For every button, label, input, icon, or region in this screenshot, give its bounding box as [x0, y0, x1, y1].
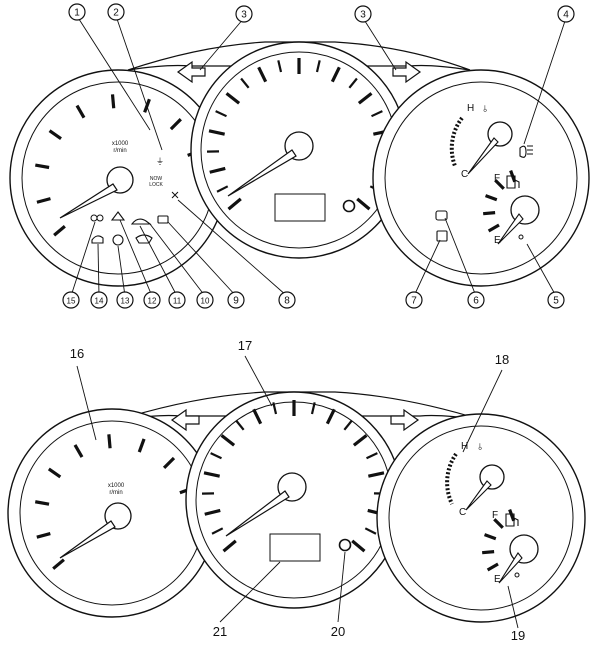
- bottom-trip-reset-knob: [340, 540, 351, 551]
- coolant-temp-icon: ⫰: [483, 104, 487, 114]
- bottom-temp-cold-label: C: [459, 507, 466, 518]
- top-odometer-display: [275, 194, 325, 221]
- callout-label: 14: [95, 297, 104, 306]
- callout-label: 10: [201, 297, 210, 306]
- callout-label: 8: [284, 296, 290, 307]
- callout-label: 13: [121, 297, 130, 306]
- top-trip-reset-knob: [344, 201, 355, 212]
- callout-label: 9: [233, 296, 239, 307]
- bottom-tachometer-unit-line2: r/min: [109, 490, 122, 496]
- top-cluster: x1000 r/min NOW LOCK ⏚ H ⫰ C: [10, 4, 589, 308]
- callout-label: 5: [553, 296, 559, 307]
- callout-label: 1: [74, 8, 80, 19]
- bottom-cluster: x1000 r/min H ⫰ C F E: [8, 338, 585, 643]
- top-temp-cold-label: C: [461, 169, 468, 180]
- tach-tick: [113, 94, 114, 108]
- bottom-tachometer-unit-line1: x1000: [108, 483, 125, 489]
- top-tachometer-unit-line1: x1000: [112, 141, 129, 147]
- callout-label: 11: [173, 297, 182, 306]
- callout-label: 18: [495, 352, 509, 367]
- bottom-left-turn-signal-icon: [172, 410, 199, 430]
- callout-label: 15: [67, 297, 76, 306]
- bottom-coolant-temp-icon: ⫰: [478, 442, 482, 452]
- top-tachometer-unit-line2: r/min: [113, 148, 126, 154]
- callout-label: 3: [241, 10, 247, 21]
- bottom-right-turn-signal-icon: [391, 410, 418, 430]
- callout-label: 7: [411, 296, 417, 307]
- callout-label: 21: [213, 624, 227, 639]
- top-combo-gauge-dial: [385, 82, 577, 274]
- callout-label: 17: [238, 338, 252, 353]
- indicator-2-icon: ⏚: [156, 157, 164, 166]
- callout-label: 3: [360, 10, 366, 21]
- callout-label: 20: [331, 624, 345, 639]
- callout-label: 16: [70, 346, 84, 361]
- callout-label: 12: [148, 297, 157, 306]
- tach-tick: [109, 434, 110, 448]
- fuel-tick: [482, 552, 494, 553]
- bottom-combo-gauge-dial: [389, 426, 573, 610]
- callout-label: 4: [563, 10, 569, 21]
- callout-label: 19: [511, 628, 525, 643]
- bottom-odometer-display: [270, 534, 320, 561]
- fuel-tick: [483, 213, 495, 214]
- callout-label: 6: [473, 296, 479, 307]
- callout-label: 2: [113, 8, 119, 19]
- bottom-fuel-empty-label: E: [494, 574, 501, 585]
- now-lock-label-line2: LOCK: [149, 182, 163, 188]
- top-temp-hot-label: H: [467, 103, 474, 114]
